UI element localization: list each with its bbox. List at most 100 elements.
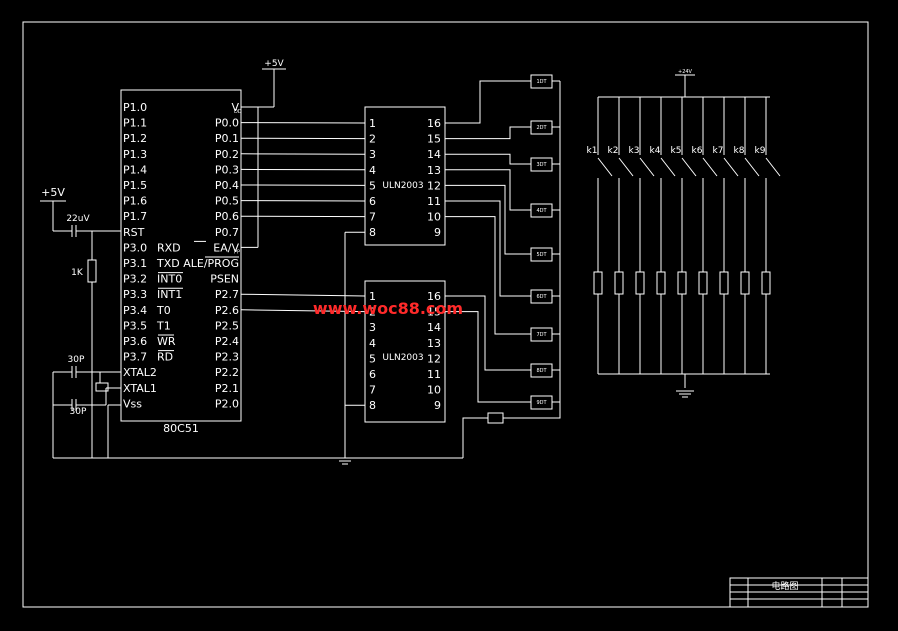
uln2003-2-left-pin: 2 (369, 306, 376, 319)
mcu-left-pin-label: P1.1 (123, 117, 147, 130)
uln2003-1-right-pin: 10 (427, 211, 441, 224)
uln2003-1-left-pin: 3 (369, 148, 376, 161)
wires (40, 68, 781, 465)
rst-resistor (87, 259, 97, 283)
mcu-alt-pin-label: INT1 (157, 288, 182, 301)
mcu-right-pin-label: P2.6 (215, 304, 239, 317)
mcu-left-pin-label: P3.5 (123, 319, 147, 332)
mcu-right-pin-label: P0.0 (215, 117, 239, 130)
mcu-left-pin-label: XTAL2 (123, 366, 157, 379)
mcu-left-pin-label: P1.4 (123, 163, 147, 176)
relay-label: 2DT (536, 125, 547, 131)
uln2003-1-left-pin: 7 (369, 211, 376, 224)
mcu-left-pin-label: P1.6 (123, 195, 147, 208)
rst-cap-label: 22uV (66, 214, 90, 224)
key-label: k3 (629, 146, 640, 156)
key-label: k6 (692, 146, 703, 156)
mcu-left-pin-label: P1.5 (123, 179, 147, 192)
uln1-out-6 (445, 200, 531, 297)
relay-label: 8DT (536, 368, 547, 374)
xtal1-cap-label: 30P (70, 407, 87, 417)
mcu-left-pin-label: P3.0 (123, 241, 147, 254)
mcu-left-pin-label: XTAL1 (123, 382, 157, 395)
key-resistor (719, 271, 729, 295)
uln2003-2-left-pin: 1 (369, 290, 376, 303)
mcu-left-pin-label: P3.4 (123, 304, 147, 317)
key-resistor (656, 271, 666, 295)
title-block: 电路图 (729, 577, 869, 608)
uln2003-1-right-pin: 14 (427, 148, 441, 161)
mcu-right-pin-label: P2.4 (215, 335, 239, 348)
uln2003-2-left-pin: 4 (369, 337, 376, 350)
uln1-out-5 (445, 184, 531, 255)
mcu-alt-pin-label: T1 (156, 319, 171, 332)
key-label: k9 (755, 146, 766, 156)
key-label: k1 (587, 146, 598, 156)
v24-label: +24V (678, 69, 693, 75)
mcu-alt-pin-label: WR (157, 335, 176, 348)
uln2003-2-left-pin: 3 (369, 321, 376, 334)
mcu-pin-subscript: DD (234, 109, 242, 115)
uln1-out-4 (445, 169, 531, 211)
crystal (95, 382, 109, 392)
mcu-right-pin-label: P2.0 (215, 397, 239, 410)
uln2003-2-right-pin: 11 (427, 368, 441, 381)
uln2003-2-left-pin: 5 (369, 352, 376, 365)
key-switch-blade (618, 157, 634, 177)
mcu-left-pin-label: P1.0 (123, 101, 147, 114)
mcu-left-pin-label: P3.2 (123, 273, 147, 286)
uln2003-2-right-pin: 9 (434, 399, 441, 412)
uln2003-2-right-pin: 10 (427, 384, 441, 397)
mcu-right-pin-label: P2.1 (215, 382, 239, 395)
uln1-out-2 (445, 126, 531, 140)
mcu-alt-pin-label: RD (157, 351, 173, 364)
uln2003-1-left-pin: 6 (369, 195, 376, 208)
key-switch-blade (681, 157, 697, 177)
mcu-alt-pin-label: TXD (156, 257, 180, 270)
key-switch-blade (765, 157, 781, 177)
key-label: k2 (608, 146, 619, 156)
mcu-left-pin-label: P3.7 (123, 351, 147, 364)
uln2003-2-left-pin: 7 (369, 384, 376, 397)
uln2003-1-body (364, 106, 446, 246)
mcu-right-pin-label: P0.5 (215, 195, 239, 208)
mcu-pin-subscript: PP (234, 249, 240, 255)
uln2-out-1 (445, 295, 531, 371)
uln2003-2-name: ULN2003 (382, 353, 423, 363)
relay-label: 5DT (536, 252, 547, 258)
mcu-left-pin-label: Vss (123, 397, 142, 410)
mcu-right-pin-label: P0.7 (215, 226, 239, 239)
uln2003-2-right-pin: 16 (427, 290, 441, 303)
mcu-right-pin-label: P0.4 (215, 179, 239, 192)
xtal2-cap-label: 30P (68, 355, 85, 365)
key-label: k4 (650, 146, 661, 156)
title-block-drawing-name: 电路图 (771, 580, 798, 592)
mcu-alt-pin-label: T0 (156, 304, 171, 317)
key-switch-blade (723, 157, 739, 177)
key-resistor (677, 271, 687, 295)
mcu-right-pin-label: P2.3 (215, 351, 239, 364)
uln2003-1-right-pin: 16 (427, 117, 441, 130)
key-resistor (698, 271, 708, 295)
mcu-left-pin-label: P3.6 (123, 335, 147, 348)
uln2003-1-right-pin: 15 (427, 133, 441, 146)
key-resistor (635, 271, 645, 295)
mcu-right-pin-label: P0.6 (215, 210, 239, 223)
key-resistor (614, 271, 624, 295)
bottom-resistor (487, 412, 504, 424)
key-label: k8 (734, 146, 745, 156)
key-switch-blade (639, 157, 655, 177)
mcu-left-pin-label: P1.7 (123, 210, 147, 223)
mcu-alt-pin-label: RXD (157, 241, 181, 254)
uln2-out-2 (445, 311, 531, 403)
uln2003-1-left-pin: 5 (369, 179, 376, 192)
relay-label: 6DT (536, 294, 547, 300)
uln2003-1-right-pin: 11 (427, 195, 441, 208)
p26-to-uln2 (240, 309, 366, 313)
mcu-left-pin-label: P3.1 (123, 257, 147, 270)
uln2003-1-right-pin: 13 (427, 164, 441, 177)
uln2003-2-body (364, 280, 446, 423)
uln2003-2-right-pin: 12 (427, 352, 441, 365)
key-switch-blade (702, 157, 718, 177)
